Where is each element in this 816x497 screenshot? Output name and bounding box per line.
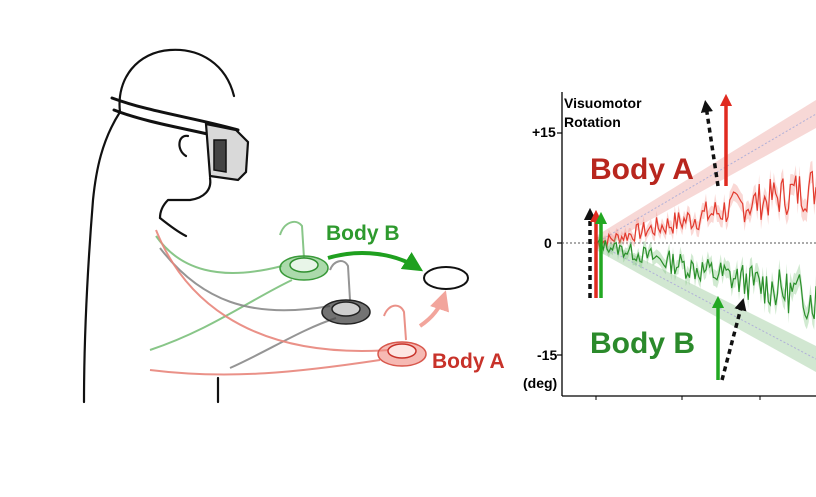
tick-label-minus15: -15 [537,347,558,363]
chart [557,92,816,400]
arrow-black-body-b [720,298,747,381]
tick-label-zero: 0 [544,235,552,251]
trend-band-body-b [596,236,816,372]
controller-body-b [279,255,329,281]
controller-neutral [321,299,371,325]
trend-band-body-a [596,100,816,250]
user-back-outline [82,110,122,404]
user-torso-front [158,216,220,404]
arm-body-a [149,229,407,376]
y-axis-title: Visuomotor Rotation [564,94,642,132]
y-axis-title-line2: Rotation [564,114,621,130]
reach-target [423,266,469,290]
y-axis-unit: (deg) [523,375,558,391]
user-ear [178,134,190,158]
user-head-outline [118,48,236,114]
y-axis-title-line1: Visuomotor [564,95,642,111]
chart-label-body-a: Body A [590,153,694,186]
chart-label-body-b: Body B [590,327,695,360]
vr-user-illustration [82,48,240,404]
arm-body-b [149,220,305,351]
arrow-body-b [327,251,424,272]
arrow-black-body-a [700,99,720,187]
series-line-body-b [595,238,816,321]
user-face-outline [158,176,212,220]
label-body-a-illustration: Body A [432,350,505,373]
arrow-body-a [418,290,450,328]
vr-headset [204,122,250,182]
controller-body-a [377,341,427,367]
tick-label-plus15: +15 [532,124,556,140]
series-line-body-a [595,170,816,248]
label-body-b-illustration: Body B [326,222,400,245]
headset-strap [110,96,240,132]
